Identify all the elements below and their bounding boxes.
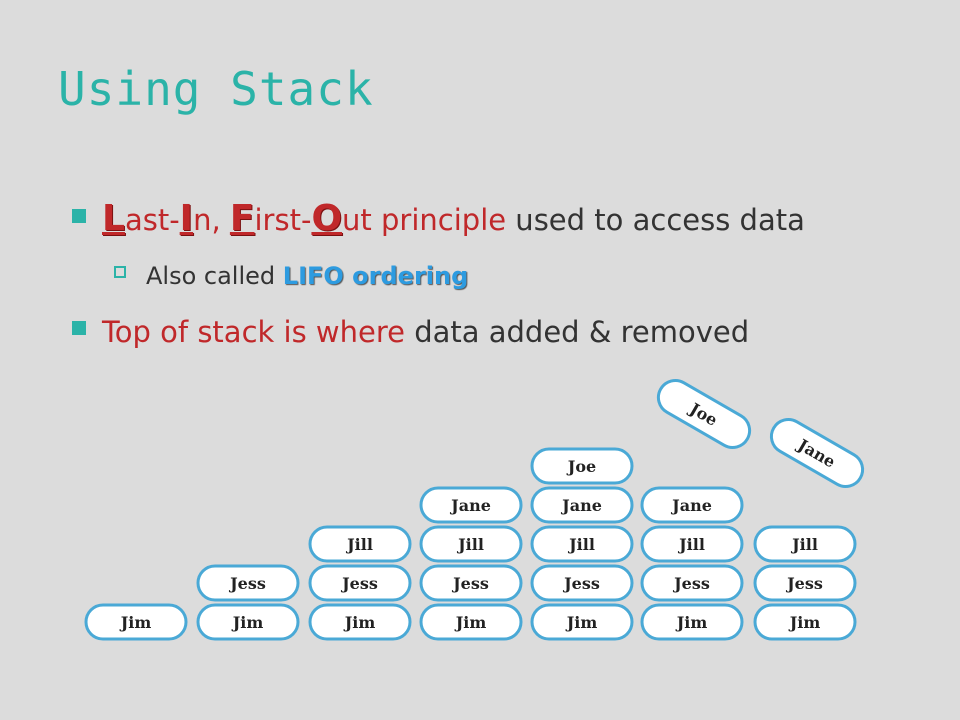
- stack-item-label: Jim: [675, 613, 708, 632]
- text-ut-principle: ut principle: [342, 203, 507, 237]
- bullet-square-icon: [72, 209, 86, 223]
- sub-bullet-lifo-ordering: Also called LIFO ordering: [114, 262, 468, 290]
- stack-item-label: Jess: [340, 574, 378, 593]
- text-irst: irst-: [254, 203, 312, 237]
- stack-item: Jill: [419, 525, 523, 563]
- stack-item: Jess: [419, 564, 523, 602]
- stack-item-label: Jane: [449, 496, 491, 515]
- stack-item: Jane: [419, 486, 523, 524]
- text-n: n,: [193, 203, 230, 237]
- stack-item: Jane: [640, 486, 744, 524]
- stack-item: Jess: [640, 564, 744, 602]
- stack-item-label: Jess: [451, 574, 489, 593]
- stack-4: Jim Jess Jill Jane: [419, 486, 523, 641]
- letter-f: F: [229, 198, 255, 239]
- text-top-of-stack: Top of stack is where: [102, 315, 405, 349]
- stack-item-label: Jess: [785, 574, 823, 593]
- slide-title: Using Stack: [58, 62, 374, 116]
- letter-i: I: [179, 198, 194, 239]
- stack-item-label: Jill: [567, 535, 595, 554]
- stack-item: Jim: [196, 603, 300, 641]
- stack-item: Jim: [753, 603, 857, 641]
- stack-item-label: Jess: [672, 574, 710, 593]
- stack-item: Jim: [530, 603, 634, 641]
- popped-item: Jane: [769, 418, 865, 488]
- stack-item: Jim: [419, 603, 523, 641]
- stack-item: Jess: [530, 564, 634, 602]
- stack-item: Jim: [84, 603, 188, 641]
- stack-item: Jill: [640, 525, 744, 563]
- text-ast: ast-: [124, 203, 180, 237]
- stack-item: Jess: [753, 564, 857, 602]
- stack-item-label: Jim: [565, 613, 598, 632]
- stack-item: Jane: [530, 486, 634, 524]
- stack-item-label: Jim: [119, 613, 152, 632]
- stack-item-label: Jim: [231, 613, 264, 632]
- stack-item-label: Jane: [670, 496, 712, 515]
- bullet-top-of-stack: Top of stack is where data added & remov…: [72, 315, 749, 349]
- text-data-added-removed: data added & removed: [405, 315, 750, 349]
- bullet-square-icon: [72, 321, 86, 335]
- text-lifo-ordering: LIFO ordering: [282, 262, 469, 290]
- stack-item-label: Jill: [456, 535, 484, 554]
- letter-l: L: [102, 198, 125, 239]
- stack-5: Jim Jess Jill Jane Joe: [530, 447, 634, 641]
- stack-item: Jess: [308, 564, 412, 602]
- stack-item-label: Jill: [790, 535, 818, 554]
- bullet-lifo-principle: Last-In, First-Out principle used to acc…: [72, 198, 805, 239]
- stack-item-label: Jim: [343, 613, 376, 632]
- stack-6: Jim Jess Jill Jane Joe: [640, 379, 752, 641]
- sub-bullet-square-icon: [114, 266, 126, 278]
- stack-item-label: Jill: [345, 535, 373, 554]
- letter-o: O: [311, 198, 343, 239]
- stack-item-label: Jim: [454, 613, 487, 632]
- popped-item: Joe: [656, 379, 752, 449]
- stack-item: Joe: [530, 447, 634, 485]
- stack-item: Jim: [308, 603, 412, 641]
- stack-item: Jill: [530, 525, 634, 563]
- text-used-to-access: used to access data: [506, 203, 805, 237]
- stack-item-label: Jim: [788, 613, 821, 632]
- stack-item: Jim: [640, 603, 744, 641]
- stack-item: Jill: [308, 525, 412, 563]
- stack-item-label: Jess: [562, 574, 600, 593]
- stack-2: Jim Jess: [196, 564, 300, 641]
- stack-item-label: Jess: [228, 574, 266, 593]
- stack-3: Jim Jess Jill: [308, 525, 412, 641]
- stack-1: Jim: [84, 603, 188, 641]
- stack-item-label: Jane: [560, 496, 602, 515]
- stack-item-label: Jill: [677, 535, 705, 554]
- text-also-called: Also called: [146, 262, 283, 290]
- stack-7: Jim Jess Jill Jane: [753, 418, 865, 641]
- stack-item: Jess: [196, 564, 300, 602]
- stack-item-label: Joe: [566, 457, 596, 476]
- stack-item: Jill: [753, 525, 857, 563]
